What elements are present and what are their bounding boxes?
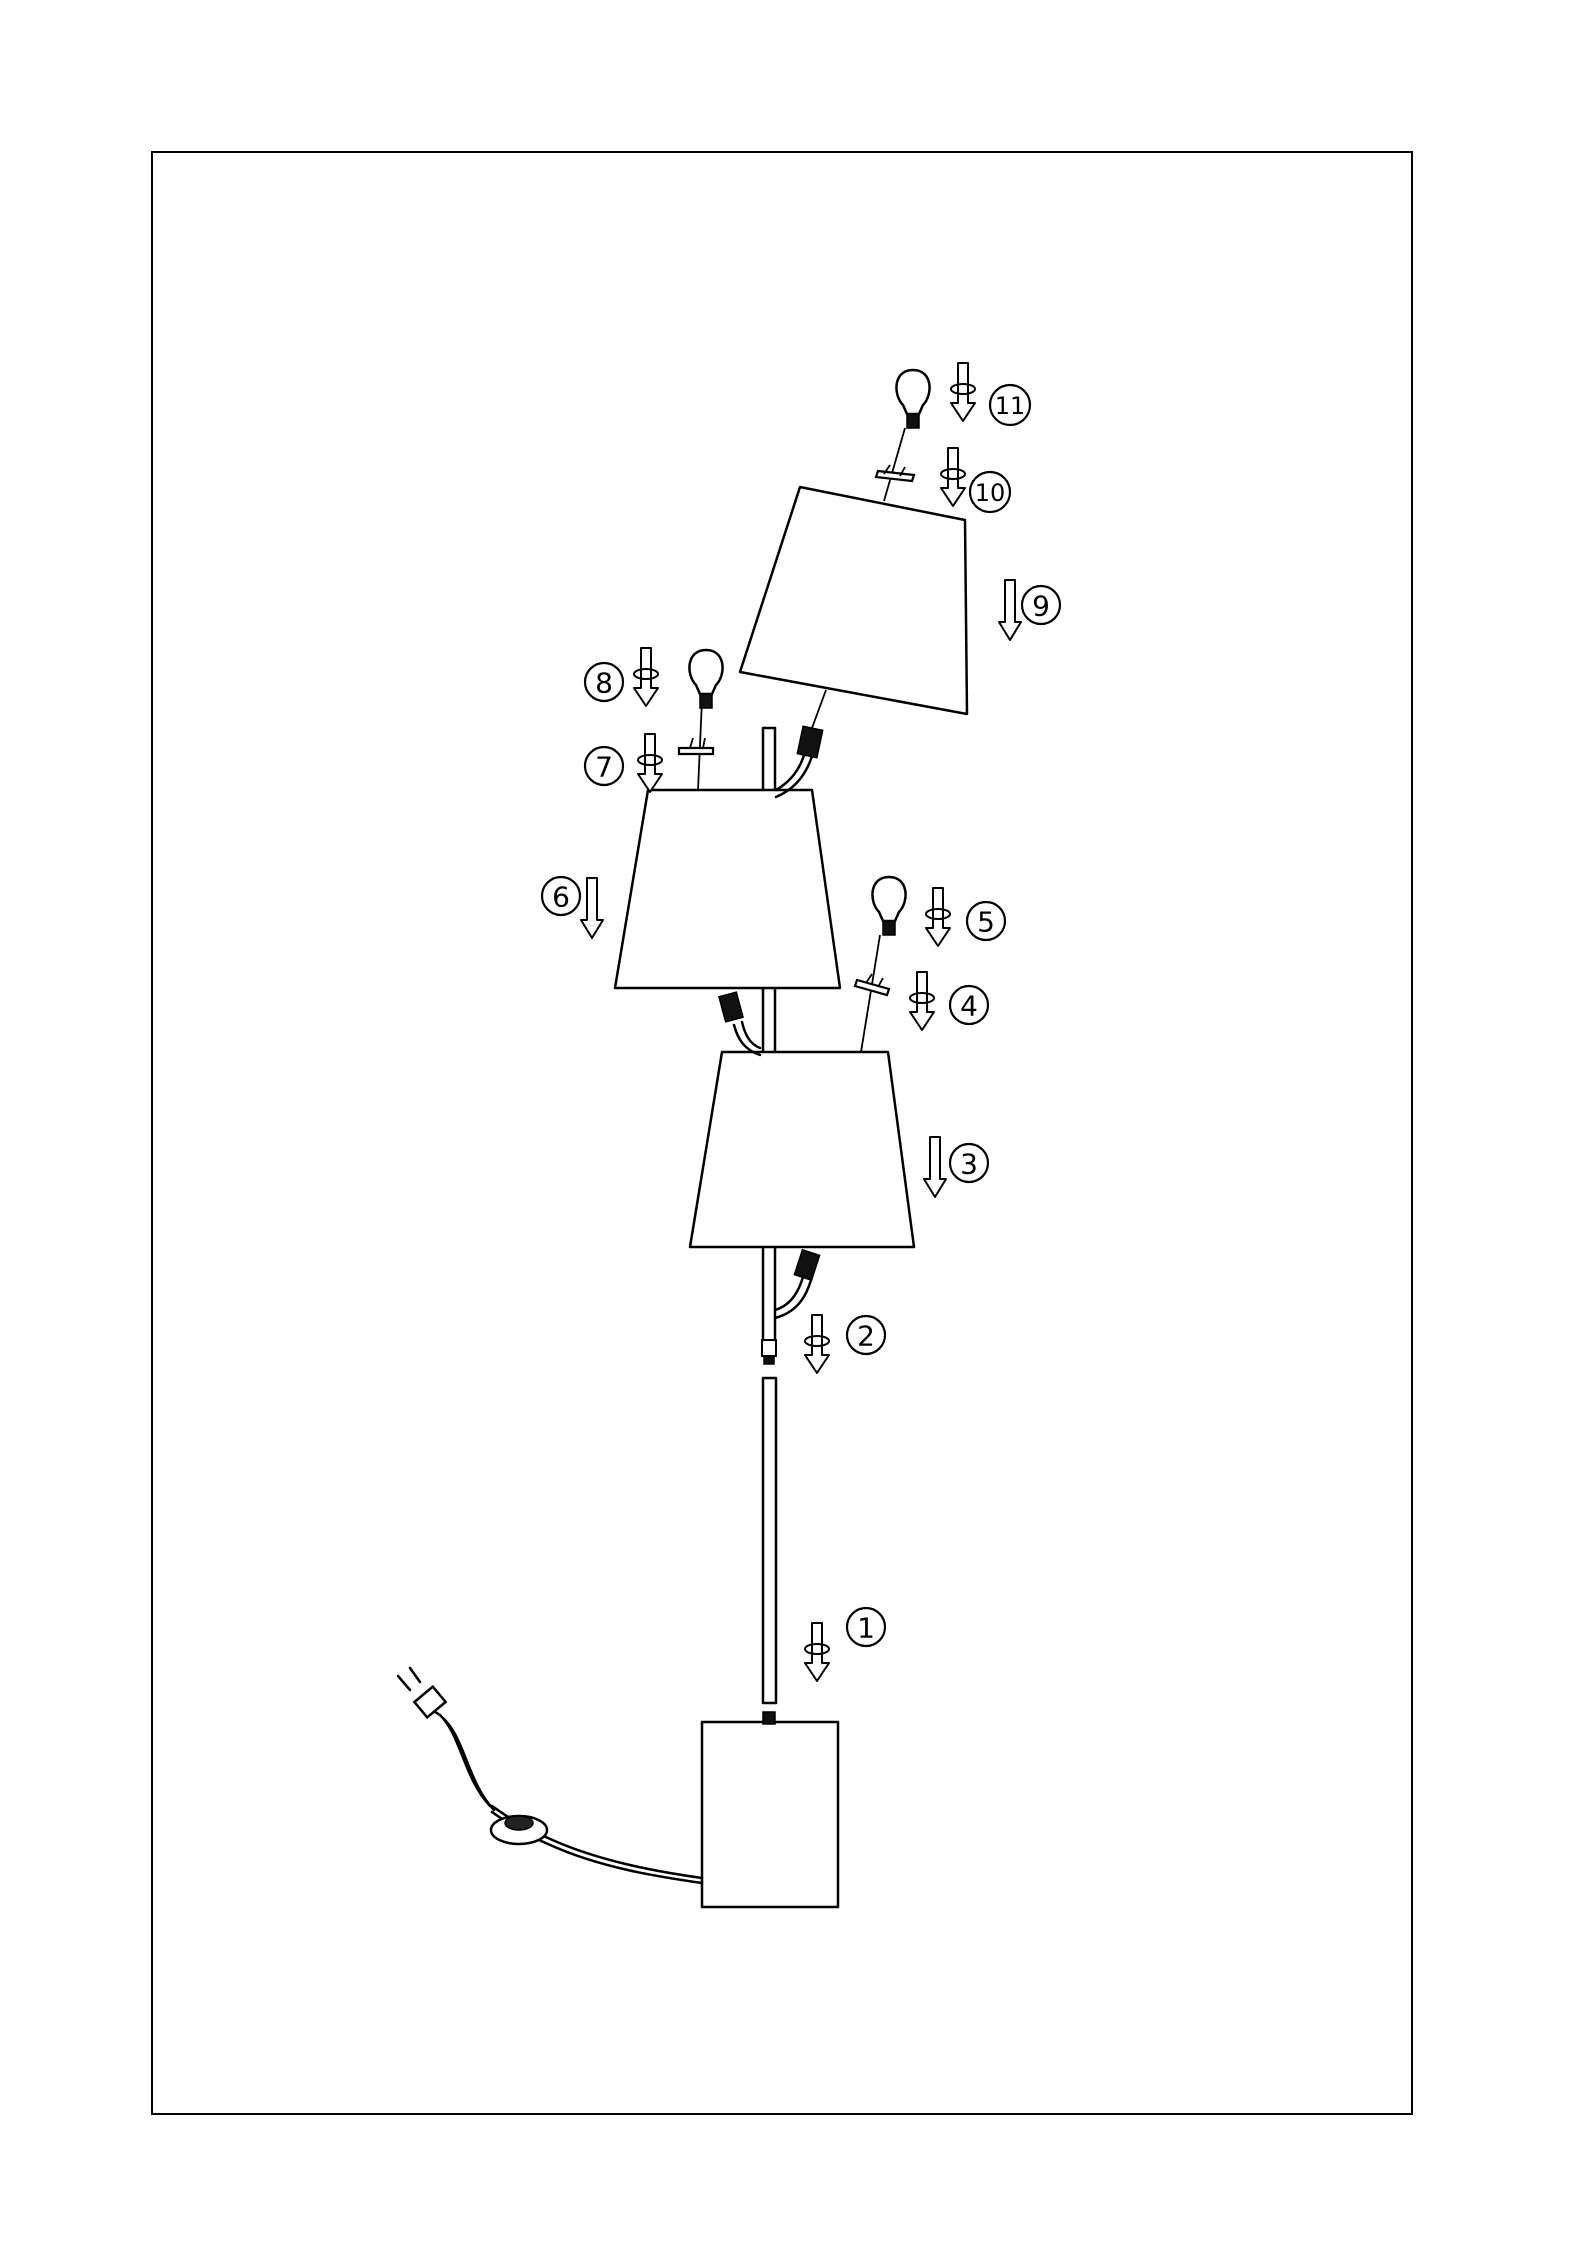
step-10-marker: 10 bbox=[970, 472, 1010, 512]
rotate-arrow-icon bbox=[941, 448, 965, 506]
step-6-label: 6 bbox=[552, 881, 570, 914]
top-shade-harp bbox=[884, 428, 905, 501]
step-2-marker: 2 bbox=[847, 1316, 885, 1354]
lower-shade bbox=[690, 1052, 914, 1340]
bulb-icon bbox=[896, 370, 929, 428]
step-11-marker: 11 bbox=[990, 385, 1030, 425]
ring-middle bbox=[679, 738, 713, 754]
step-1-label: 1 bbox=[857, 1612, 875, 1645]
step-10-label: 10 bbox=[975, 479, 1006, 507]
rotate-arrow-icon bbox=[634, 648, 658, 706]
step-8-label: 8 bbox=[595, 667, 613, 700]
step-3-label: 3 bbox=[960, 1148, 978, 1181]
step-9-label: 9 bbox=[1032, 590, 1050, 623]
plug-icon bbox=[398, 1668, 446, 1717]
lower-arm-socket bbox=[775, 1250, 820, 1318]
lamp-base bbox=[702, 1712, 838, 1907]
power-cord bbox=[440, 1715, 702, 1883]
ring-top bbox=[876, 465, 914, 481]
step-8-marker: 8 bbox=[585, 663, 623, 701]
rotate-arrow-icon bbox=[805, 1315, 829, 1373]
ring-lower bbox=[855, 974, 889, 995]
down-arrow-icon bbox=[999, 580, 1021, 640]
foot-switch-icon bbox=[491, 1816, 547, 1844]
step-6-marker: 6 bbox=[542, 877, 580, 915]
top-shade bbox=[740, 487, 967, 714]
rotate-arrow-icon bbox=[910, 972, 934, 1030]
top-arm-socket bbox=[776, 690, 826, 797]
step-1-marker: 1 bbox=[847, 1608, 885, 1646]
bulb-icon bbox=[872, 877, 905, 935]
step-3-marker: 3 bbox=[950, 1144, 988, 1182]
step-4-label: 4 bbox=[960, 990, 978, 1023]
step-7-label: 7 bbox=[595, 751, 613, 784]
step-11-label: 11 bbox=[995, 392, 1026, 420]
down-arrow-icon bbox=[581, 878, 603, 938]
bulb-icon bbox=[689, 650, 722, 708]
step-7-marker: 7 bbox=[585, 747, 623, 785]
middle-shade-harp bbox=[698, 700, 702, 790]
rotate-arrow-icon bbox=[926, 888, 950, 946]
lower-shade-harp bbox=[861, 935, 880, 1052]
step-5-marker: 5 bbox=[967, 902, 1005, 940]
down-arrow-icon bbox=[924, 1137, 946, 1197]
step-4-marker: 4 bbox=[950, 986, 988, 1024]
rotate-arrow-icon bbox=[805, 1623, 829, 1681]
middle-arm-socket bbox=[719, 992, 760, 1055]
rotate-arrow-icon bbox=[638, 734, 662, 792]
middle-shade bbox=[615, 790, 840, 988]
lower-pole bbox=[762, 1340, 776, 1703]
step-5-label: 5 bbox=[977, 906, 995, 939]
step-9-marker: 9 bbox=[1022, 586, 1060, 624]
rotate-arrow-icon bbox=[951, 363, 975, 421]
step-2-label: 2 bbox=[857, 1320, 875, 1353]
